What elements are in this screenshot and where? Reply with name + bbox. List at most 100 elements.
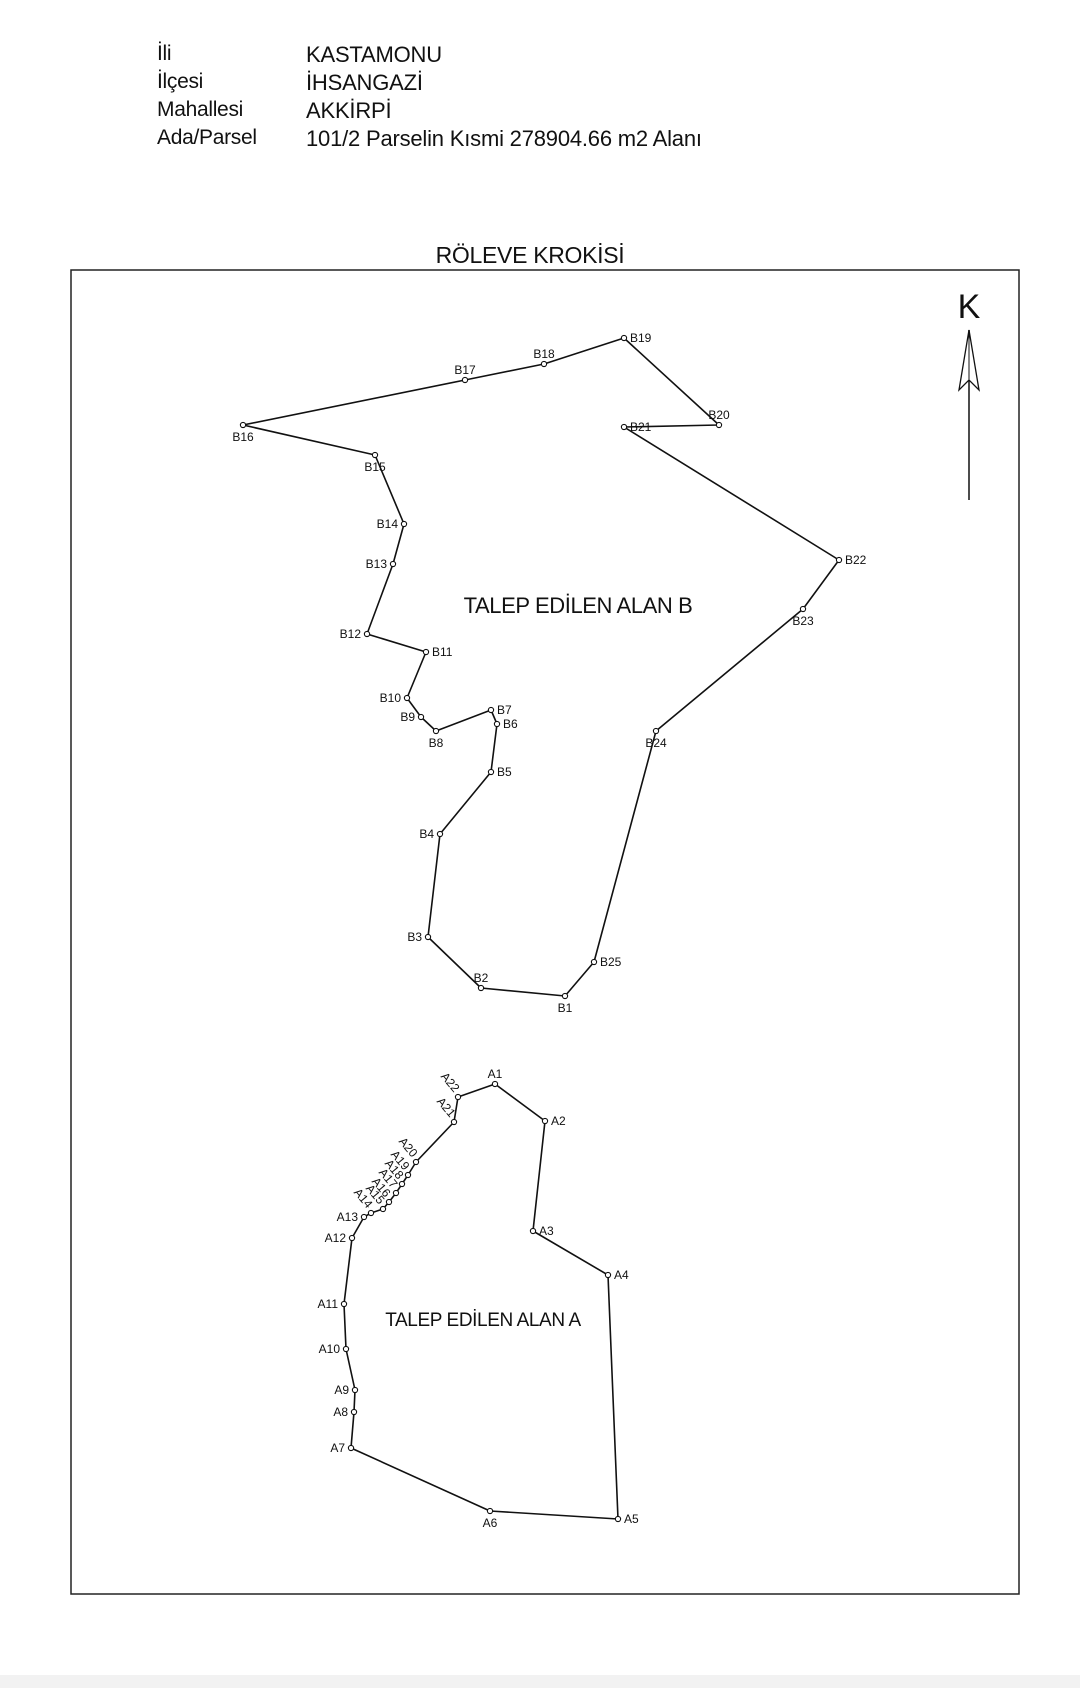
b-point-label-5: B5 bbox=[497, 765, 512, 779]
a-point-label-4: A4 bbox=[614, 1268, 629, 1282]
b-point-label-24: B24 bbox=[645, 736, 667, 750]
b-point-label-15: B15 bbox=[364, 460, 386, 474]
b-vertex-12 bbox=[363, 630, 371, 638]
a-vertex-14 bbox=[367, 1209, 375, 1217]
a-point-label-1: A1 bbox=[488, 1067, 503, 1081]
sketch-title: RÖLEVE KROKİSİ bbox=[0, 242, 1080, 269]
b-point-label-1: B1 bbox=[558, 1001, 573, 1015]
a-vertex-6 bbox=[486, 1507, 494, 1515]
b-point-label-8: B8 bbox=[429, 736, 444, 750]
b-vertex-13 bbox=[389, 560, 397, 568]
parcel-info-header: İli KASTAMONU İlçesi İHSANGAZİ Mahallesi… bbox=[0, 0, 1080, 170]
area-a-vertices: A1A2A3A4A5A6A7A8A9A10A11A12A13A14A15A16A… bbox=[318, 1067, 639, 1530]
a-vertex-22 bbox=[454, 1093, 462, 1101]
a-vertex-16 bbox=[385, 1198, 393, 1206]
north-arrow-icon bbox=[958, 329, 980, 500]
a-point-label-5: A5 bbox=[624, 1512, 639, 1526]
b-point-label-20: B20 bbox=[708, 408, 730, 422]
mahalle-value: AKKİRPİ bbox=[306, 98, 392, 123]
b-vertex-24 bbox=[652, 727, 660, 735]
b-vertex-16 bbox=[239, 421, 247, 429]
a-point-label-2: A2 bbox=[551, 1114, 566, 1128]
b-point-label-19: B19 bbox=[630, 331, 652, 345]
b-vertex-18 bbox=[540, 360, 548, 368]
b-vertex-19 bbox=[620, 334, 628, 342]
b-point-label-4: B4 bbox=[419, 827, 434, 841]
a-vertex-5 bbox=[614, 1515, 622, 1523]
b-point-label-16: B16 bbox=[232, 430, 254, 444]
mahalle-label: Mahallesi bbox=[157, 98, 244, 121]
a-vertex-1 bbox=[491, 1080, 499, 1088]
a-vertex-11 bbox=[340, 1300, 348, 1308]
a-vertex-17 bbox=[392, 1189, 400, 1197]
sketch-title-text: RÖLEVE KROKİSİ bbox=[435, 242, 625, 268]
sketch-frame bbox=[70, 269, 1020, 1595]
b-vertex-4 bbox=[436, 830, 444, 838]
a-point-label-11: A11 bbox=[318, 1297, 339, 1311]
b-point-label-23: B23 bbox=[792, 614, 814, 628]
b-vertex-8 bbox=[432, 727, 440, 735]
a-vertex-7 bbox=[347, 1444, 355, 1452]
b-point-label-18: B18 bbox=[533, 347, 555, 361]
a-vertex-4 bbox=[604, 1271, 612, 1279]
b-vertex-20 bbox=[715, 421, 723, 429]
area-a-label: TALEP EDİLEN ALAN A bbox=[385, 1310, 581, 1331]
b-vertex-7 bbox=[487, 706, 495, 714]
a-point-label-12: A12 bbox=[325, 1231, 347, 1245]
il-value: KASTAMONU bbox=[306, 42, 442, 67]
a-vertex-9 bbox=[351, 1386, 359, 1394]
a-point-label-7: A7 bbox=[330, 1441, 345, 1455]
adaparsel-value: 101/2 Parselin Kısmi 278904.66 m2 Alanı bbox=[306, 126, 702, 151]
b-vertex-3 bbox=[424, 933, 432, 941]
b-point-label-17: B17 bbox=[454, 363, 476, 377]
b-vertex-1 bbox=[561, 992, 569, 1000]
adaparsel-label: Ada/Parsel bbox=[157, 126, 257, 149]
ilce-value: İHSANGAZİ bbox=[306, 70, 423, 95]
a-vertex-21 bbox=[450, 1118, 458, 1126]
area-b-boundary bbox=[242, 337, 840, 997]
b-vertex-15 bbox=[371, 451, 379, 459]
area-b-vertices: B1B2B3B4B5B6B7B8B9B10B11B12B13B14B15B16B… bbox=[232, 331, 866, 1015]
ilce-label: İlçesi bbox=[157, 70, 204, 93]
a-vertex-3 bbox=[529, 1227, 537, 1235]
north-label: K bbox=[958, 288, 981, 326]
a-vertex-12 bbox=[348, 1234, 356, 1242]
a-vertex-8 bbox=[350, 1408, 358, 1416]
b-point-label-12: B12 bbox=[340, 627, 362, 641]
b-point-label-10: B10 bbox=[380, 691, 402, 705]
a-point-label-22: A22 bbox=[438, 1070, 463, 1096]
b-point-label-11: B11 bbox=[432, 645, 453, 659]
a-point-label-6: A6 bbox=[483, 1516, 498, 1530]
b-point-label-13: B13 bbox=[366, 557, 388, 571]
area-b-label: TALEP EDİLEN ALAN B bbox=[464, 593, 693, 618]
a-vertex-13 bbox=[360, 1213, 368, 1221]
b-vertex-2 bbox=[477, 984, 485, 992]
a-vertex-2 bbox=[541, 1117, 549, 1125]
a-point-label-13: A13 bbox=[337, 1210, 359, 1224]
b-vertex-25 bbox=[590, 958, 598, 966]
b-point-label-21: B21 bbox=[630, 420, 652, 434]
b-point-label-14: B14 bbox=[377, 517, 399, 531]
a-vertex-18 bbox=[398, 1180, 406, 1188]
a-point-label-8: A8 bbox=[333, 1405, 348, 1419]
a-vertex-10 bbox=[342, 1345, 350, 1353]
b-point-label-3: B3 bbox=[407, 930, 422, 944]
b-vertex-10 bbox=[403, 694, 411, 702]
a-point-label-10: A10 bbox=[319, 1342, 341, 1356]
b-point-label-7: B7 bbox=[497, 703, 512, 717]
il-label: İli bbox=[157, 42, 172, 65]
b-vertex-14 bbox=[400, 520, 408, 528]
b-point-label-25: B25 bbox=[600, 955, 622, 969]
b-vertex-6 bbox=[493, 720, 501, 728]
a-vertex-15 bbox=[379, 1205, 387, 1213]
b-point-label-9: B9 bbox=[400, 710, 415, 724]
a-point-label-3: A3 bbox=[539, 1224, 554, 1238]
area-a-boundary bbox=[343, 1083, 619, 1520]
b-vertex-21 bbox=[620, 423, 628, 431]
a-vertex-19 bbox=[404, 1171, 412, 1179]
a-vertex-20 bbox=[412, 1158, 420, 1166]
page-bottom-strip bbox=[0, 1675, 1080, 1688]
b-vertex-17 bbox=[461, 376, 469, 384]
b-vertex-23 bbox=[799, 605, 807, 613]
